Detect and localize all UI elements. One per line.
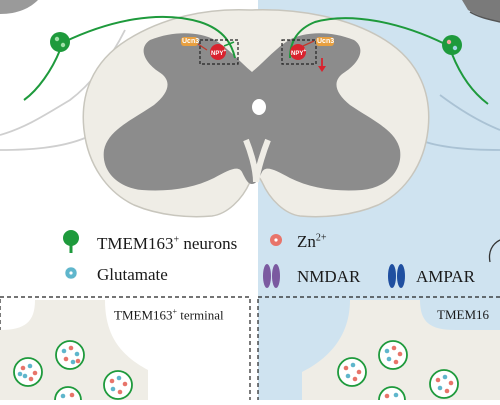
right-neuron-glutamate-dot xyxy=(452,45,458,51)
left-npy-label: NPY+ xyxy=(211,48,227,58)
left-tmem163-neuron xyxy=(50,32,70,52)
legend-neuron-icon xyxy=(63,230,79,253)
right-vesicle xyxy=(429,369,459,399)
right-terminal-panel xyxy=(257,296,500,405)
right-npy-neuron xyxy=(290,44,306,60)
left-neuron-axon-out xyxy=(23,49,61,101)
legend-tmem163-neurons-label: TMEM163+ neurons xyxy=(97,234,238,253)
right-neuron-fiber xyxy=(289,17,446,59)
ventral-fissure xyxy=(243,138,271,183)
right-ucn3-label: Ucn3 xyxy=(317,38,335,45)
legend-nmdar-label: NMDAR xyxy=(297,267,361,286)
right-ucn3-receptor xyxy=(316,37,334,46)
right-down-arrowhead xyxy=(318,66,326,72)
left-ucn3-receptor xyxy=(181,37,198,46)
spinal-cord-gray-matter xyxy=(103,33,401,191)
left-vesicle xyxy=(13,357,43,387)
left-vesicle xyxy=(103,370,133,400)
legend-ampar-label: AMPAR xyxy=(416,267,475,286)
legend-glutamate-label: Glutamate xyxy=(97,265,168,284)
left-neuron-fiber xyxy=(63,15,236,59)
right-neuron-zinc-dot xyxy=(446,39,452,45)
legend-nmdar-icon xyxy=(263,264,280,288)
left-panel-title: TMEM163+ terminal xyxy=(114,307,224,323)
left-npy-fiber xyxy=(223,41,235,47)
right-vesicle xyxy=(378,340,408,370)
left-synapse-box xyxy=(199,39,239,65)
legend-zinc-icon-center xyxy=(274,238,278,242)
right-mouse-tail xyxy=(469,11,500,23)
left-vesicle xyxy=(55,340,85,370)
right-mouse-illustration xyxy=(462,0,500,22)
legend-glutamate-icon-center xyxy=(69,271,73,275)
left-neuron-glutamate-dot xyxy=(60,42,66,48)
right-npy-fiber xyxy=(302,40,315,47)
left-neuron-zinc-dot xyxy=(54,36,60,42)
left-mouse-illustration xyxy=(0,0,38,14)
right-synapse-box xyxy=(281,39,317,65)
left-ucn3-label: Ucn3 xyxy=(182,38,200,45)
central-canal xyxy=(252,99,266,115)
right-edge-curve xyxy=(488,239,500,263)
right-panel-title: TMEM16 xyxy=(437,307,489,322)
legend-zinc-label: Zn2+ xyxy=(297,232,327,251)
left-npy-neuron xyxy=(210,44,226,60)
left-inhibition-arrow xyxy=(197,43,208,51)
legend-ampar-icon xyxy=(388,264,405,288)
right-vesicle xyxy=(337,357,367,387)
right-npy-label: NPY+ xyxy=(291,48,307,58)
right-neuron-axon-out xyxy=(451,53,489,105)
right-tmem163-neuron xyxy=(442,35,462,55)
